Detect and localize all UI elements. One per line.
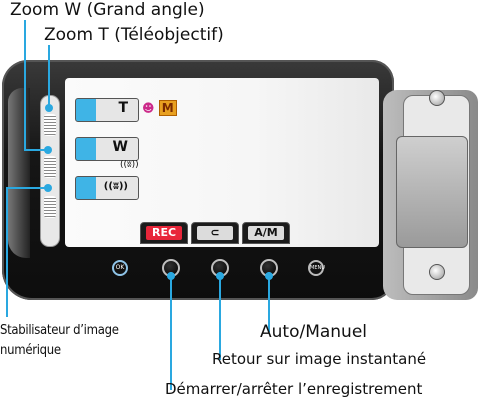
screw-icon	[429, 264, 445, 280]
callout-dot-rec	[167, 272, 175, 280]
callout-line-auto-manual	[268, 272, 270, 332]
callout-dot-auto-manual	[265, 272, 273, 280]
screw-icon	[429, 90, 445, 106]
manual-mode-icon: M	[158, 100, 177, 116]
stabilizer-status-icon: ((ʬ))	[120, 160, 139, 170]
callout-dot-stabilizer	[44, 184, 52, 192]
tab-auto-manual[interactable]: A/M	[242, 222, 290, 244]
callout-line-zoom-w	[24, 20, 26, 150]
callout-dot-zoom-w	[44, 146, 52, 154]
stabilizer-button[interactable]: ((ʬ))	[75, 176, 139, 200]
callout-auto-manual: Auto/Manuel	[260, 322, 368, 342]
scene-mode-indicator: ☻ M	[142, 100, 177, 116]
hinge-joint	[396, 136, 468, 248]
stabilizer-sensor[interactable]	[44, 196, 56, 218]
people-icon: ☻	[142, 101, 155, 115]
ok-button[interactable]: OK	[112, 260, 128, 276]
zoom-w-button[interactable]: W	[75, 137, 139, 161]
callout-line-stabilizer	[6, 187, 8, 317]
touch-sensor-column[interactable]	[40, 95, 60, 247]
callout-line-zoom-t	[48, 45, 50, 107]
callout-dot-zoom-t	[45, 104, 53, 112]
callout-zoom-t: Zoom T (Téléobjectif)	[44, 25, 224, 45]
callout-start-stop-rec: Démarrer/arrêter l’enregistrement	[165, 380, 423, 398]
callout-line-rec	[170, 272, 172, 390]
callout-snapshot-return: Retour sur image instantané	[212, 350, 427, 368]
tab-snapshot-return[interactable]: ⊂	[191, 222, 239, 244]
menu-button[interactable]: MENU	[308, 260, 325, 276]
hinge-plate	[396, 90, 470, 295]
zoom-t-sensor[interactable]	[44, 114, 56, 136]
callout-zoom-w: Zoom W (Grand angle)	[10, 0, 205, 20]
zoom-t-button[interactable]: T	[75, 98, 139, 122]
callout-stabilizer-line2: numérique	[0, 343, 61, 358]
callout-line-zoom-w-h	[24, 149, 48, 151]
zoom-w-sensor[interactable]	[44, 156, 56, 178]
callout-line-stabilizer-h	[6, 187, 48, 189]
callout-stabilizer-line1: Stabilisateur d’image	[0, 323, 119, 338]
tab-rec[interactable]: REC	[140, 222, 188, 244]
callout-line-snapshot	[219, 272, 221, 360]
callout-dot-snapshot	[216, 272, 224, 280]
camera-left-bevel	[8, 88, 30, 258]
